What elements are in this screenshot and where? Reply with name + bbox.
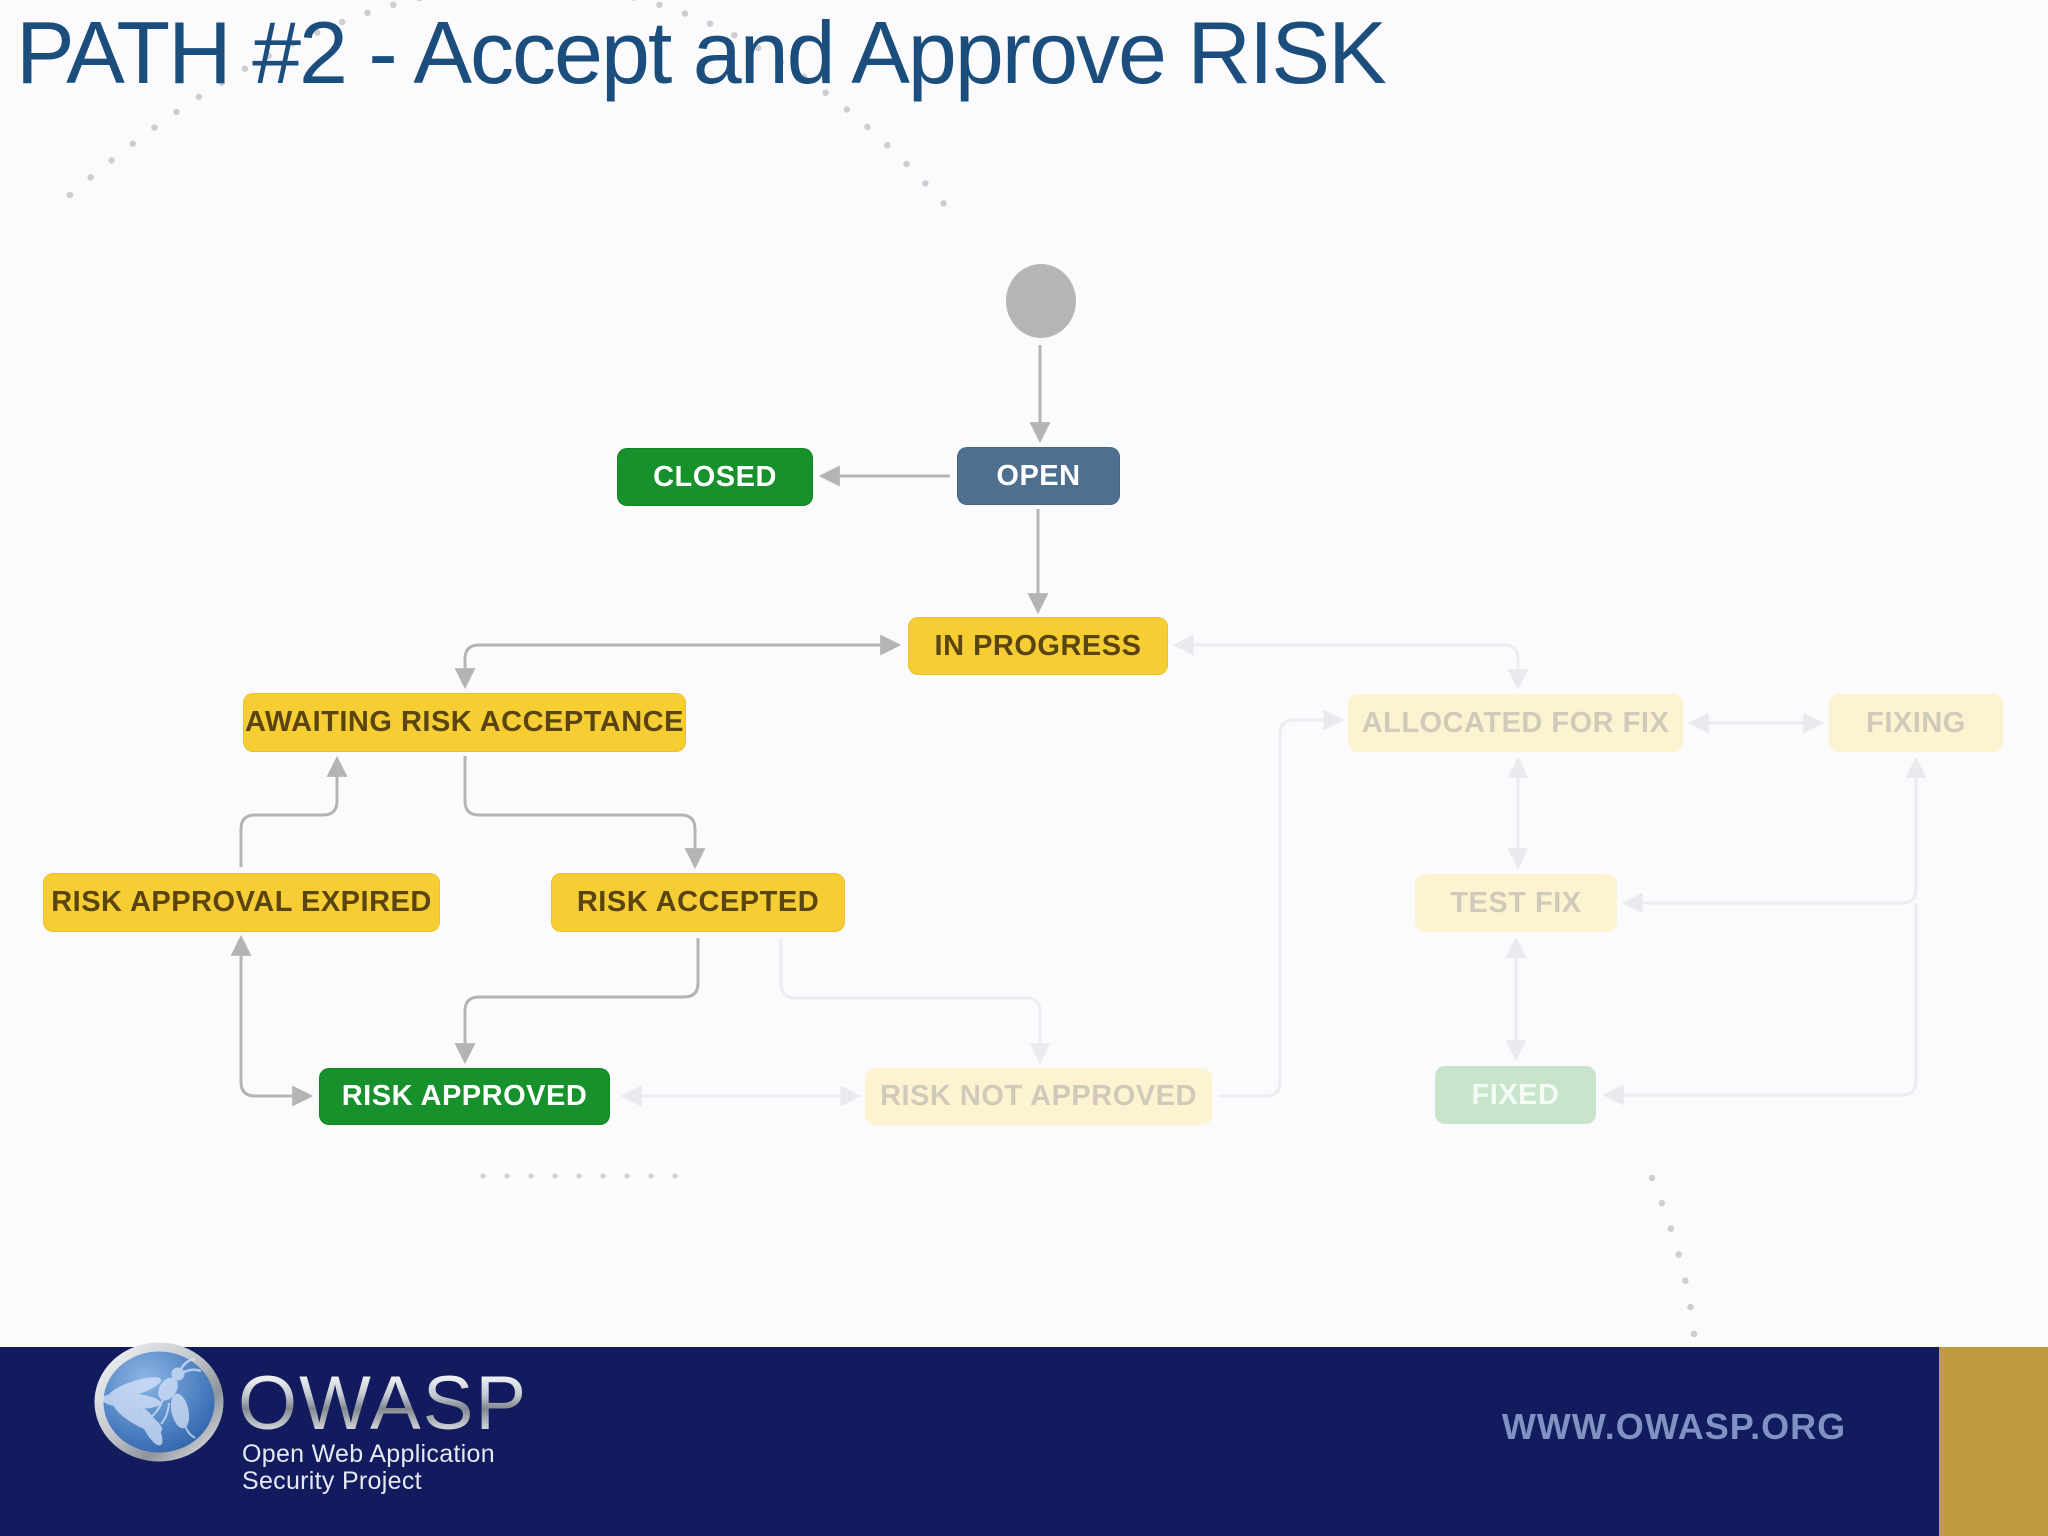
start-circle [1006,264,1076,338]
owasp-website-url: WWW.OWASP.ORG [1501,1406,1847,1447]
owasp-subtitle: Open Web Application Security Project [242,1441,495,1495]
owasp-wasp-logo-icon [94,1342,224,1462]
dotted-arc-bottom-right [1648,1174,1699,1350]
node-allocated-for-fix: ALLOCATED FOR FIX [1348,694,1683,752]
edge-risk-approval-expired-to-awaiting-risk-acceptance [239,755,348,867]
node-risk-approval-expired: RISK APPROVAL EXPIRED [43,873,440,932]
edge-risk-not-approved-to-allocated-for-fix [1218,709,1345,1098]
node-risk-accepted: RISK ACCEPTED [551,873,845,932]
edge-awaiting-risk-acceptance-to-risk-accepted [463,756,706,870]
node-test-fix: TEST FIX [1415,874,1617,932]
footer-bar [0,1347,2048,1536]
node-in-progress: IN PROGRESS [908,617,1168,675]
edge-risk-accepted-to-risk-approved [454,938,700,1065]
edge-in-progress-to-allocated-for-fix [1172,634,1529,691]
node-closed: CLOSED [617,448,813,506]
edge-risk-approval-expired-to-risk-approved [230,934,314,1107]
node-risk-approved: RISK APPROVED [319,1068,610,1125]
node-fixing: FIXING [1829,694,2003,752]
owasp-subtitle-line2: Security Project [242,1467,422,1495]
node-fixed: FIXED [1435,1066,1596,1124]
edge-fixing-to-fixed [1602,903,1918,1106]
edge-risk-accepted-to-risk-not-approved [779,938,1051,1065]
node-risk-not-approved: RISK NOT APPROVED [865,1068,1212,1125]
page-title: PATH #2 - Accept and Approve RISK [16,3,1387,102]
node-open: OPEN [957,447,1120,505]
node-awaiting-risk-acceptance: AWAITING RISK ACCEPTANCE [243,693,686,752]
edge-in-progress-to-awaiting-risk-acceptance [454,634,902,690]
owasp-wordmark: OWASP [238,1361,529,1446]
edge-fixing-to-test-fix [1621,756,1927,914]
owasp-subtitle-line1: Open Web Application [242,1440,495,1468]
footer-gold-accent [1939,1347,2048,1536]
